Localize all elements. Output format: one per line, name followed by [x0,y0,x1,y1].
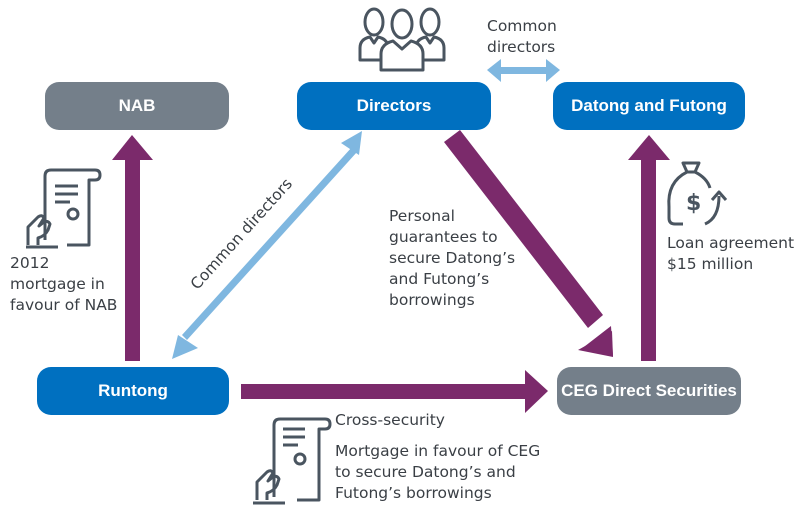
certificate-hand-icon [26,168,102,249]
arrow-runtong-to-ceg [241,370,548,413]
node-nab: NAB [45,82,229,130]
money-bag-icon: $ [667,161,728,226]
label-cross-security-title: Cross-security [335,411,445,429]
svg-text:$: $ [686,191,701,216]
certificate-hand-icon [253,417,332,505]
node-directors-label: Directors [356,96,432,115]
label-loan-agreement: Loan agreement $15 million [667,234,795,273]
label-mortgage-nab: 2012 mortgage in favour of NAB [10,254,118,314]
node-nab-label: NAB [118,96,156,115]
arrow-common-directors-diagonal [172,131,362,359]
arrow-runtong-to-nab [112,135,153,361]
people-group-icon [358,7,446,72]
label-personal-guarantees: Personal guarantees to secure Datong’s a… [389,207,516,309]
label-common-directors-top: Common directors [487,17,557,56]
arrow-directors-to-ceg [444,130,613,357]
arrow-ceg-to-datong-futong [628,135,670,361]
node-ceg-direct-securities: CEG Direct Securities [557,367,741,415]
node-runtong-label: Runtong [98,381,168,400]
arrow-common-directors-top [487,59,560,82]
node-runtong: Runtong [37,367,229,415]
label-cross-security-body: Mortgage in favour of CEG to secure Dato… [335,442,541,502]
node-datong-futong: Datong and Futong [553,82,745,130]
node-datong-futong-label: Datong and Futong [571,96,727,115]
node-directors: Directors [297,82,491,130]
node-ceg-label: CEG Direct Securities [561,381,737,400]
